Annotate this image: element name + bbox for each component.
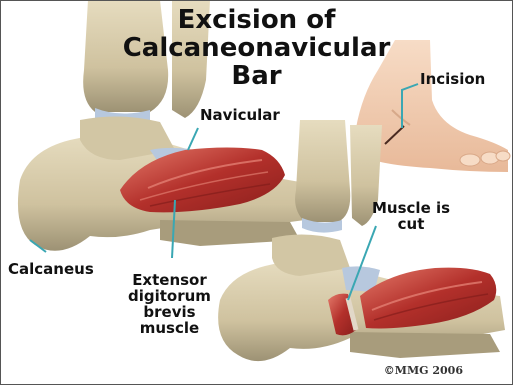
label-navicular: Navicular [200,108,280,123]
label-incision: Incision [420,72,485,87]
navicular-pointer [188,128,198,150]
lower-leg-bones [295,120,382,233]
label-calcaneus: Calcaneus [8,262,94,277]
copyright-text: ©MMG 2006 [384,364,463,377]
label-muscle-is-cut: Muscle is cut [372,200,450,232]
label-extensor-digitorum-brevis: Extensor digitorum brevis muscle [128,272,211,336]
